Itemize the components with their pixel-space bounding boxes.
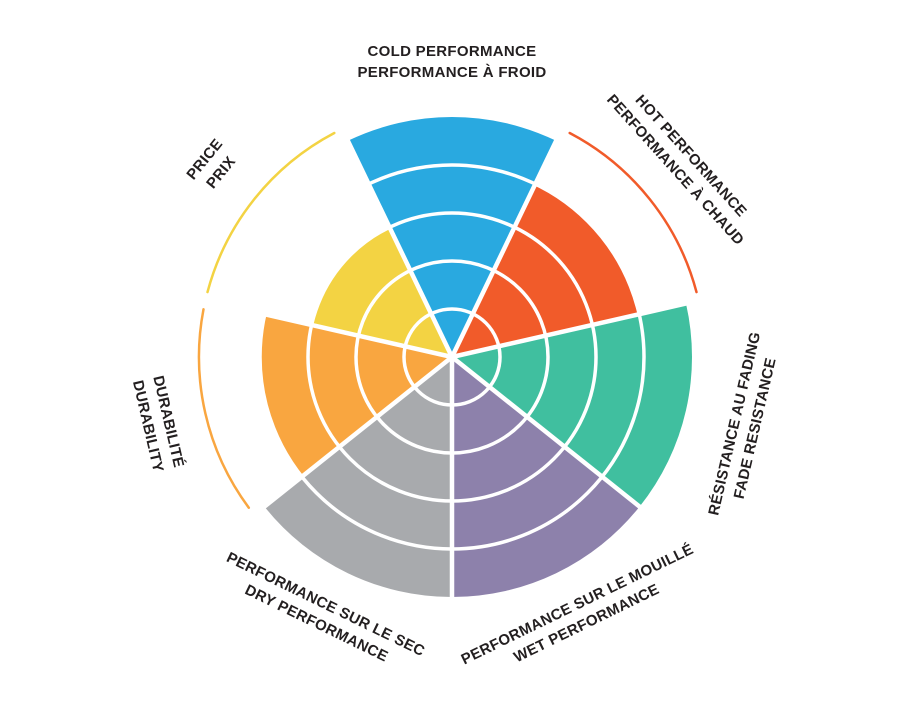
- wheel-label-line: PERFORMANCE À FROID: [357, 64, 547, 81]
- wedge-wet: [452, 357, 640, 597]
- max-ring-arc-hot: [568, 131, 698, 294]
- wedge-fade: [452, 303, 692, 507]
- max-ring-arc-durability: [197, 308, 251, 509]
- segment-separator: [344, 138, 455, 358]
- wedge-dry: [264, 357, 452, 597]
- segment-separator: [261, 355, 454, 510]
- segment-separator: [450, 355, 643, 510]
- segment-separator: [451, 300, 689, 360]
- max-ring-arc-price: [206, 131, 336, 294]
- wedge-cold: [347, 117, 557, 357]
- segment-separator: [215, 300, 453, 360]
- wheel-label-line: COLD PERFORMANCE: [367, 43, 537, 60]
- segment-separator: [449, 138, 560, 358]
- label-cold-performance: COLD PERFORMANCE PERFORMANCE À FROID: [357, 41, 546, 83]
